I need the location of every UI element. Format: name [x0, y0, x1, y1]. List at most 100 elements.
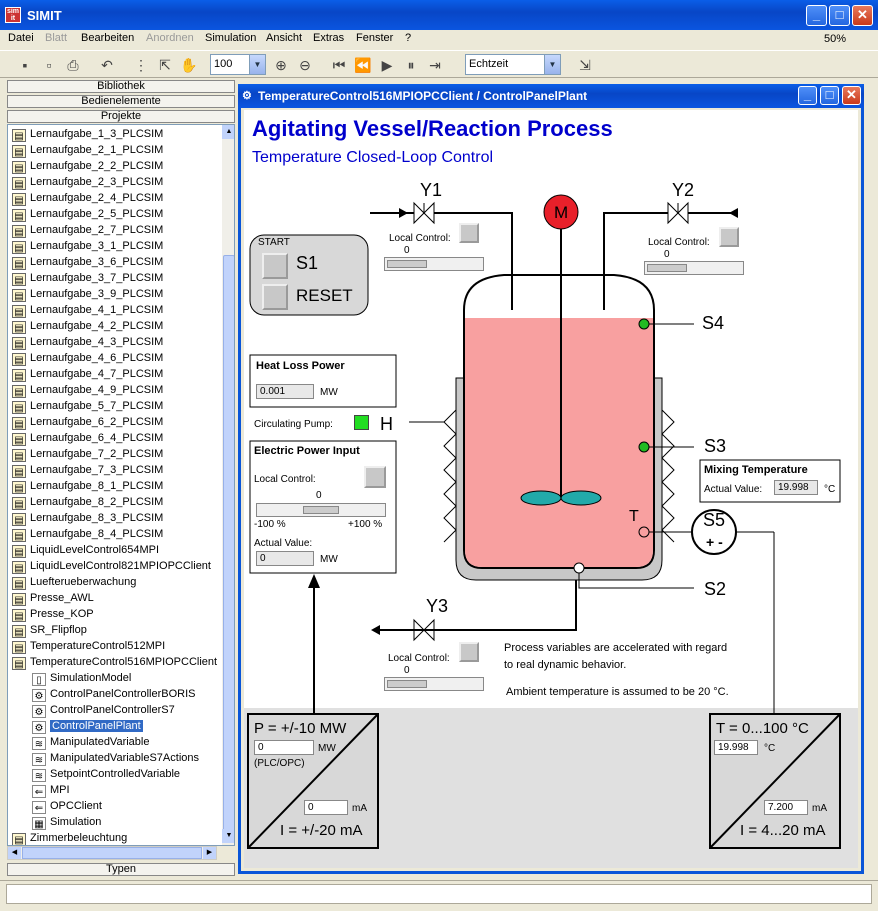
scrollbar-thumb[interactable]: [223, 255, 234, 835]
menu-extras[interactable]: Extras: [313, 32, 345, 44]
hand-icon[interactable]: ✋: [180, 57, 198, 73]
tree-item[interactable]: ▤LiquidLevelControl821MPIOPCClient: [12, 558, 211, 574]
pump-status-indicator[interactable]: [354, 415, 369, 430]
tree-item[interactable]: ≋SetpointControlledVariable: [32, 766, 180, 782]
s1-button[interactable]: [262, 253, 288, 279]
menu-fenster[interactable]: Fenster: [356, 32, 394, 44]
tree-item[interactable]: ▤SR_Flipflop: [12, 622, 87, 638]
tree-item[interactable]: ▤Lernaufgabe_2_4_PLCSIM: [12, 190, 163, 206]
library-button[interactable]: Bibliothek: [7, 80, 235, 93]
tree-item[interactable]: ⇐MPI: [32, 782, 70, 798]
tree-item[interactable]: ▦Simulation: [32, 814, 101, 830]
zoom-in-icon[interactable]: ⊕: [275, 57, 287, 73]
child-maximize-button[interactable]: □: [820, 86, 839, 105]
tree-item[interactable]: ⚙ControlPanelControllerBORIS: [32, 686, 196, 702]
y3-local-control-button[interactable]: [459, 642, 479, 662]
hscroll-thumb[interactable]: [22, 847, 202, 859]
tree-item[interactable]: ▤Lernaufgabe_4_6_PLCSIM: [12, 350, 163, 366]
tree-item[interactable]: ▤Zimmerbeleuchtung: [12, 830, 127, 845]
tree-item[interactable]: ▤Lernaufgabe_4_3_PLCSIM: [12, 334, 163, 350]
y2-local-control-button[interactable]: [719, 227, 739, 247]
tree-item[interactable]: ▤Presse_AWL: [12, 590, 94, 606]
close-button[interactable]: ✕: [852, 5, 873, 26]
zoom-out-icon[interactable]: ⊖: [299, 57, 311, 73]
tree-item[interactable]: ▤LiquidLevelControl654MPI: [12, 542, 159, 558]
y2-slider[interactable]: [644, 261, 744, 275]
step-icon[interactable]: ⇥: [429, 57, 441, 73]
y1-slider-thumb[interactable]: [387, 260, 427, 268]
tree-item[interactable]: ▤Lernaufgabe_6_2_PLCSIM: [12, 414, 163, 430]
tree-item[interactable]: ≋ManipulatedVariableS7Actions: [32, 750, 199, 766]
minimize-button[interactable]: _: [806, 5, 827, 26]
scroll-right-icon[interactable]: ▶: [203, 847, 216, 859]
y3-slider-thumb[interactable]: [387, 680, 427, 688]
heat-loss-field[interactable]: 0.001: [256, 384, 314, 399]
controls-button[interactable]: Bedienelemente: [7, 95, 235, 108]
grid-icon[interactable]: ⋮: [134, 57, 148, 73]
tree-item[interactable]: ▤Presse_KOP: [12, 606, 94, 622]
tree-item[interactable]: ▤Lernaufgabe_1_3_PLCSIM: [12, 126, 163, 142]
tree-item[interactable]: ▤Lernaufgabe_7_2_PLCSIM: [12, 446, 163, 462]
tree-item[interactable]: ▯SimulationModel: [32, 670, 131, 686]
tree-item[interactable]: ▤Lernaufgabe_8_3_PLCSIM: [12, 510, 163, 526]
scroll-down-icon[interactable]: ▼: [222, 829, 234, 843]
tree-item[interactable]: ≋ManipulatedVariable: [32, 734, 149, 750]
tree-item[interactable]: ▤Lernaufgabe_5_7_PLCSIM: [12, 398, 163, 414]
undo-icon[interactable]: ↶: [101, 57, 113, 73]
time-mode-select[interactable]: Echtzeit▼: [465, 54, 561, 75]
pointer-icon[interactable]: ⇱: [159, 57, 171, 73]
child-minimize-button[interactable]: _: [798, 86, 817, 105]
y1-local-control-button[interactable]: [459, 223, 479, 243]
y3-slider[interactable]: [384, 677, 484, 691]
tree-item[interactable]: ▤Lernaufgabe_2_1_PLCSIM: [12, 142, 163, 158]
tree-item[interactable]: ▤Lernaufgabe_3_9_PLCSIM: [12, 286, 163, 302]
tree-vertical-scrollbar[interactable]: ▲ ▼: [222, 125, 234, 845]
tree-item[interactable]: ▤Lernaufgabe_2_5_PLCSIM: [12, 206, 163, 222]
tree-item[interactable]: ⇐OPCClient: [32, 798, 102, 814]
tree-horizontal-scrollbar[interactable]: ◀ ▶: [7, 846, 217, 860]
menu-blatt[interactable]: Blatt: [45, 32, 68, 44]
save-all-icon[interactable]: ▫: [46, 57, 52, 73]
save-icon[interactable]: ▪: [22, 57, 28, 73]
tree-item[interactable]: ▤Lernaufgabe_2_7_PLCSIM: [12, 222, 163, 238]
power-slider[interactable]: [256, 503, 386, 517]
tree-item[interactable]: ▤Lernaufgabe_3_1_PLCSIM: [12, 238, 163, 254]
tree-item[interactable]: ▤Lernaufgabe_8_4_PLCSIM: [12, 526, 163, 542]
menu-datei[interactable]: Datei: [8, 32, 34, 44]
tree-item[interactable]: ⚙ControlPanelControllerS7: [32, 702, 175, 718]
exit-icon[interactable]: ⇲: [579, 57, 591, 73]
play-icon[interactable]: ▶: [381, 57, 393, 73]
scroll-left-icon[interactable]: ◀: [8, 847, 21, 859]
tree-item[interactable]: ▤Lernaufgabe_3_7_PLCSIM: [12, 270, 163, 286]
tree-item[interactable]: ▤Lernaufgabe_2_2_PLCSIM: [12, 158, 163, 174]
step-back-icon[interactable]: ⏪: [354, 57, 372, 73]
projects-button[interactable]: Projekte: [7, 110, 235, 123]
tree-item[interactable]: ▤Lernaufgabe_4_7_PLCSIM: [12, 366, 163, 382]
types-button[interactable]: Typen: [7, 863, 235, 876]
maximize-button[interactable]: □: [829, 5, 850, 26]
zoom-select[interactable]: 100▼: [210, 54, 266, 75]
tree-item[interactable]: ▤TemperatureControl516MPIOPCClient: [12, 654, 217, 670]
tree-item[interactable]: ▤Lernaufgabe_7_3_PLCSIM: [12, 462, 163, 478]
menu-help[interactable]: ?: [405, 32, 412, 44]
y1-slider[interactable]: [384, 257, 484, 271]
menu-simulation[interactable]: Simulation: [205, 32, 257, 44]
menu-bearbeiten[interactable]: Bearbeiten: [81, 32, 135, 44]
tree-item[interactable]: ▤Lernaufgabe_3_6_PLCSIM: [12, 254, 163, 270]
tree-item[interactable]: ▤Lernaufgabe_2_3_PLCSIM: [12, 174, 163, 190]
menu-ansicht[interactable]: Ansicht: [266, 32, 303, 44]
pause-icon[interactable]: ⏸: [407, 57, 415, 73]
menu-anordnen[interactable]: Anordnen: [146, 32, 194, 44]
tree-item[interactable]: ▤Lernaufgabe_4_1_PLCSIM: [12, 302, 163, 318]
tree-item[interactable]: ▤Lernaufgabe_8_1_PLCSIM: [12, 478, 163, 494]
reset-button[interactable]: [262, 284, 288, 310]
tree-item[interactable]: ▤Luefterueberwachung: [12, 574, 136, 590]
tree-item[interactable]: ▤Lernaufgabe_4_2_PLCSIM: [12, 318, 163, 334]
tree-item[interactable]: ▤Lernaufgabe_4_9_PLCSIM: [12, 382, 163, 398]
y2-slider-thumb[interactable]: [647, 264, 687, 272]
power-slider-thumb[interactable]: [303, 506, 339, 514]
child-close-button[interactable]: ✕: [842, 86, 861, 105]
power-local-control-button[interactable]: [364, 466, 386, 488]
scroll-up-icon[interactable]: ▲: [222, 125, 234, 139]
rewind-icon[interactable]: ⏮: [332, 57, 346, 73]
